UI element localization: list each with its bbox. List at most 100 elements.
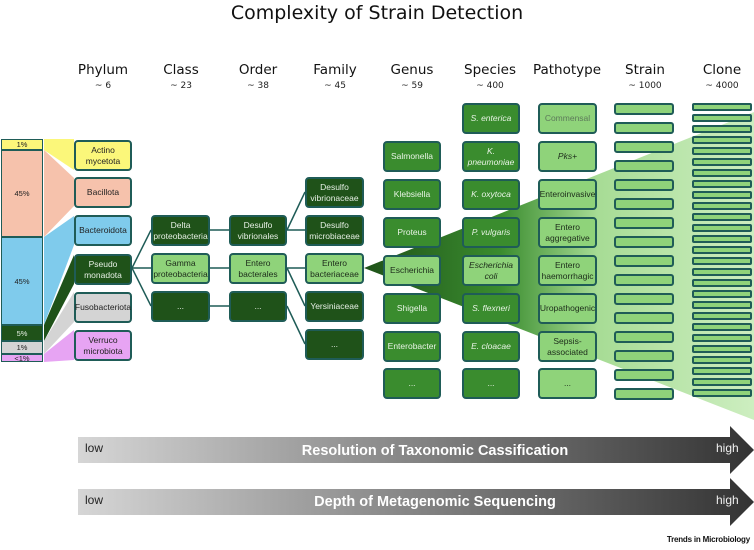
pathotype-box: Entero haemorrhagic bbox=[538, 255, 597, 286]
clone-bar bbox=[692, 180, 752, 188]
genus-label: Proteus bbox=[397, 227, 427, 238]
clone-bar bbox=[692, 301, 752, 309]
class-label: Delta proteobacteria bbox=[153, 219, 208, 241]
column-name: Clone bbox=[702, 62, 742, 78]
pathotype-label: Entero haemorrhagic bbox=[541, 259, 594, 281]
clone-bar bbox=[692, 224, 752, 232]
column-name: Class bbox=[163, 62, 199, 78]
genus-box: Salmonella bbox=[383, 141, 441, 172]
column-name: Phylum bbox=[77, 62, 129, 78]
species-label: P. vulgaris bbox=[471, 227, 511, 238]
family-label: Yersiniaceae bbox=[310, 301, 359, 312]
species-box: ... bbox=[462, 368, 520, 399]
clone-bar bbox=[692, 158, 752, 166]
column-header-pathotype: Pathotype bbox=[522, 62, 612, 81]
journal-credit: Trends in Microbiology bbox=[666, 535, 750, 544]
class-box: Gamma proteobacteria bbox=[151, 253, 210, 284]
species-label: K. pneumoniae bbox=[467, 145, 515, 167]
strain-bar bbox=[614, 103, 674, 115]
clone-bar bbox=[692, 202, 752, 210]
column-name: Species bbox=[464, 62, 516, 78]
genus-label: Escherichia bbox=[390, 265, 434, 276]
column-count: ~ 38 bbox=[247, 81, 269, 91]
genus-label: Klebsiella bbox=[393, 189, 431, 200]
genus-label: Salmonella bbox=[390, 151, 434, 162]
family-box: Desulfo microbiaceae bbox=[305, 215, 364, 246]
column-name: Family bbox=[313, 62, 357, 78]
column-name: Pathotype bbox=[532, 62, 602, 78]
genus-box: ... bbox=[383, 368, 441, 399]
phylum-label: Fusobacteriota bbox=[74, 302, 132, 313]
phylum-box: Pseudo monadota bbox=[74, 254, 132, 285]
clone-bar bbox=[692, 147, 752, 155]
pathotype-box: Commensal bbox=[538, 103, 597, 134]
species-box: P. vulgaris bbox=[462, 217, 520, 248]
strain-bar bbox=[614, 141, 674, 153]
strain-bar bbox=[614, 198, 674, 210]
clone-bar bbox=[692, 136, 752, 144]
pathotype-label: Sepsis- associated bbox=[547, 335, 588, 357]
clone-bar bbox=[692, 279, 752, 287]
wedge-fusobacteriota bbox=[44, 292, 74, 354]
genus-box: Shigella bbox=[383, 293, 441, 324]
column-count: ~ 400 bbox=[476, 81, 504, 91]
species-box: E. cloacae bbox=[462, 331, 520, 362]
order-label: Entero bacterales bbox=[238, 257, 278, 279]
clone-bar bbox=[692, 356, 752, 364]
clone-bar bbox=[692, 323, 752, 331]
pathotype-box: ... bbox=[538, 368, 597, 399]
genus-box: Proteus bbox=[383, 217, 441, 248]
column-count: ~ 23 bbox=[170, 81, 192, 91]
species-box: S. enterica bbox=[462, 103, 520, 134]
abundance-segment: 1% bbox=[1, 139, 43, 150]
species-box: K. pneumoniae bbox=[462, 141, 520, 172]
resolution-arrow bbox=[78, 426, 754, 474]
pathotype-label: Enteroinvasive bbox=[539, 189, 596, 200]
family-box: Yersiniaceae bbox=[305, 291, 364, 322]
clone-bar bbox=[692, 114, 752, 122]
genus-label: ... bbox=[408, 378, 416, 389]
strain-bar bbox=[614, 312, 674, 324]
family-box: Entero bacteriaceae bbox=[305, 253, 364, 284]
genus-box: Escherichia bbox=[383, 255, 441, 286]
genus-box: Klebsiella bbox=[383, 179, 441, 210]
species-label: E. cloacae bbox=[471, 341, 511, 352]
species-label: K. oxytoca bbox=[471, 189, 511, 200]
clone-bar bbox=[692, 367, 752, 375]
sequencing-arrow bbox=[78, 478, 754, 526]
abundance-segment: 45% bbox=[1, 237, 43, 325]
pathotype-box: Enteroinvasive bbox=[538, 179, 597, 210]
class-label: Gamma proteobacteria bbox=[153, 257, 208, 279]
column-name: Genus bbox=[390, 62, 434, 78]
clone-bar bbox=[692, 334, 752, 342]
pathotype-label: Uropathogenic bbox=[539, 303, 596, 314]
pathotype-label: Commensal bbox=[544, 113, 591, 124]
species-box: K. oxytoca bbox=[462, 179, 520, 210]
genus-label: Shigella bbox=[396, 303, 428, 314]
pathotype-box: Sepsis- associated bbox=[538, 331, 597, 362]
abundance-segment: 5% bbox=[1, 325, 43, 341]
column-header-family: Family ~ 45 bbox=[290, 62, 380, 91]
strain-bar bbox=[614, 236, 674, 248]
strain-bar bbox=[614, 274, 674, 286]
strain-bar bbox=[614, 350, 674, 362]
clone-bar bbox=[692, 312, 752, 320]
strain-bar bbox=[614, 293, 674, 305]
column-header-species: Species ~ 400 bbox=[445, 62, 535, 91]
pathotype-box: Pks+ bbox=[538, 141, 597, 172]
pathotype-label: Pks+ bbox=[557, 151, 578, 162]
column-name: Order bbox=[238, 62, 278, 78]
pathotype-box: Entero aggregative bbox=[538, 217, 597, 248]
genus-box: Enterobacter bbox=[383, 331, 441, 362]
clone-bar bbox=[692, 125, 752, 133]
clone-bar bbox=[692, 290, 752, 298]
column-header-order: Order ~ 38 bbox=[213, 62, 303, 91]
column-count: ~ 45 bbox=[324, 81, 346, 91]
column-header-phylum: Phylum~ 6 bbox=[58, 62, 148, 91]
abundance-segment: 1% bbox=[1, 341, 43, 354]
species-label: Escherichia coli bbox=[469, 259, 513, 281]
column-count: ~ 59 bbox=[401, 81, 423, 91]
sequencing-high-label: high bbox=[716, 493, 739, 507]
clone-bar bbox=[692, 345, 752, 353]
